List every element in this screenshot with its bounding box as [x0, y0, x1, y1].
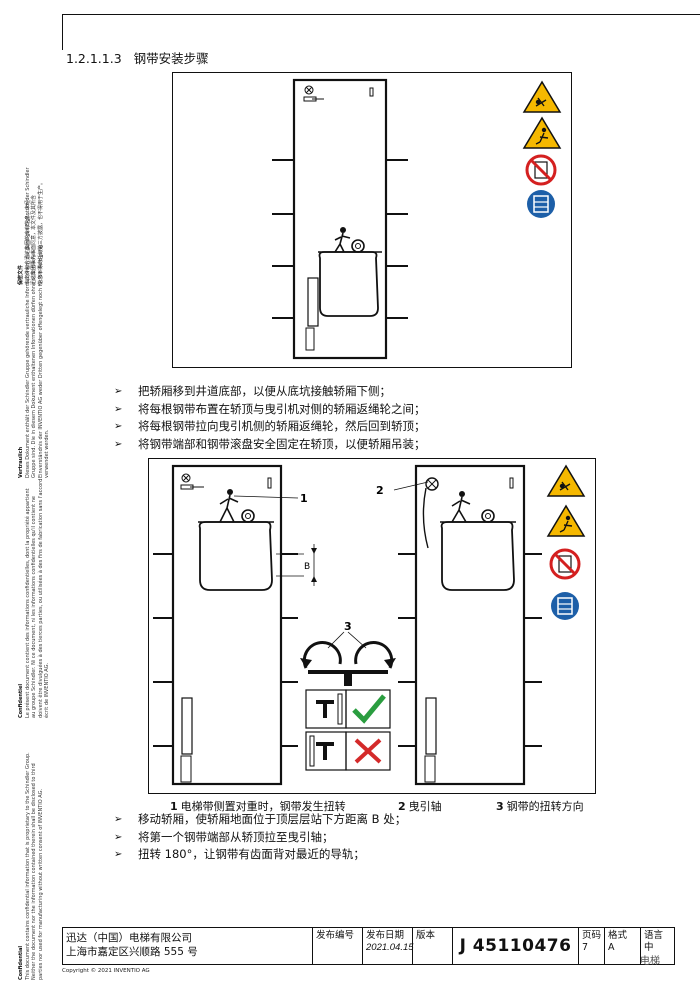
left-guide-rail-brackets: [153, 553, 298, 747]
left-machine-icon: [180, 473, 272, 490]
guide-rail-brackets: [272, 159, 408, 319]
left-shaft-wall: [171, 464, 283, 786]
left-counterweight: [181, 697, 193, 755]
section-title: 钢带安装步骤: [133, 51, 209, 66]
wrong-belt-orientation: [305, 731, 391, 771]
page-frame-left: [62, 14, 63, 50]
mandatory-action-icon: [527, 190, 555, 218]
language-cell: 语言 中: [640, 927, 675, 965]
list-item: ➢将每根钢带拉向曳引机侧的轿厢返绳轮，然后回到轿顶；: [114, 419, 426, 434]
list-item: ➢移动轿厢，使轿厢地面位于顶层层站下方距离 B 处；: [114, 812, 407, 826]
issue-number-cell: 发布编号: [312, 927, 363, 965]
sidebar-block-english: Confidential This document contains conf…: [18, 752, 44, 980]
mandatory-action-icon: [551, 592, 579, 620]
right-shaft-wall: [414, 464, 526, 786]
right-counterweight: [425, 697, 437, 755]
callout-1: 1: [300, 492, 308, 505]
format-cell: 格式 A: [604, 927, 641, 965]
company-info: 迅达（中国）电梯有限公司 上海市嘉定区兴顺路 555 号: [62, 927, 313, 965]
callout-2: 2: [376, 484, 384, 497]
figure-car-at-shaft-bottom: [172, 72, 572, 368]
warning-fall-hazard-icon: [546, 504, 586, 537]
callout-3: 3: [344, 620, 352, 633]
section-heading: 1.2.1.1.3 钢带安装步骤: [66, 48, 209, 67]
document-title-block: 迅达（中国）电梯有限公司 上海市嘉定区兴顺路 555 号 发布编号 发布日期 2…: [62, 927, 675, 965]
prohibition-icon: [525, 154, 557, 186]
bullet-list-bottom: ➢移动轿厢，使轿厢地面位于顶层层站下方距离 B 处； ➢将第一个钢带端部从轿顶拉…: [114, 811, 406, 864]
cross-icon: [354, 738, 382, 764]
elevator-car: [318, 227, 382, 317]
belt-twist-direction-illustration: 3: [300, 620, 396, 686]
list-item: ➢将第一个钢带端部从轿顶拉至曳引轴；: [114, 829, 334, 844]
list-item: ➢扭转 180°，让钢带有齿面背对最近的导轨；: [114, 847, 365, 862]
issue-date-cell: 发布日期 2021.04.15: [362, 927, 414, 965]
list-item: ➢把轿厢移到井道底部，以便从底坑接触轿厢下侧；: [114, 384, 391, 398]
sidebar-block-german: Vertraulich Dieses Dokument enthält der …: [18, 167, 50, 478]
shaft-wall: [292, 78, 388, 360]
section-number: 1.2.1.1.3: [66, 51, 122, 66]
right-elevator-car: [440, 491, 516, 591]
traction-sheave-icon: [422, 477, 514, 549]
copyright-notice: Copyright © 2021 INVENTIO AG: [62, 968, 150, 974]
version-cell: 版本: [412, 927, 453, 965]
dimension-b: B: [276, 544, 317, 586]
warning-fall-hazard-icon: [522, 116, 562, 149]
counterweight: [307, 277, 319, 327]
warning-falling-objects-icon: [546, 464, 586, 497]
list-item: ➢将钢带端部和钢带滚盘安全固定在轿顶，以便轿厢吊装；: [114, 436, 426, 451]
watermark-text: 电梯: [640, 956, 660, 967]
check-icon: [352, 694, 386, 724]
prohibition-icon: [549, 548, 581, 580]
page-cell: 页码 7: [578, 927, 605, 965]
correct-belt-orientation: [305, 689, 391, 729]
bullet-list-top: ➢把轿厢移到井道底部，以便从底坑接触轿厢下侧； ➢将每根钢带布置在轿顶与曳引机对…: [114, 383, 426, 453]
warning-falling-objects-icon: [522, 80, 562, 113]
left-buffer: [180, 755, 192, 783]
right-buffer: [424, 755, 436, 783]
list-item: ➢将每根钢带布置在轿顶与曳引机对侧的轿厢返绳轮之间；: [114, 401, 426, 416]
buffer: [305, 327, 315, 351]
dimension-b-label: B: [304, 562, 310, 572]
confidentiality-sidebar: 保密文件 本文件包含迅达集团的专有信息，未经 迅达集团事先书面同意，本文件及其所…: [0, 0, 60, 990]
sidebar-block-french: Confidentiel Le présent document contien…: [18, 478, 50, 718]
traction-machine-icon: [303, 85, 374, 102]
right-guide-rail-brackets: [398, 553, 542, 747]
figure-belt-installation: 1 B 3: [148, 458, 596, 794]
left-elevator-car: [198, 489, 274, 591]
document-number: J 45110476: [452, 927, 579, 965]
page-frame-top: [62, 14, 700, 15]
